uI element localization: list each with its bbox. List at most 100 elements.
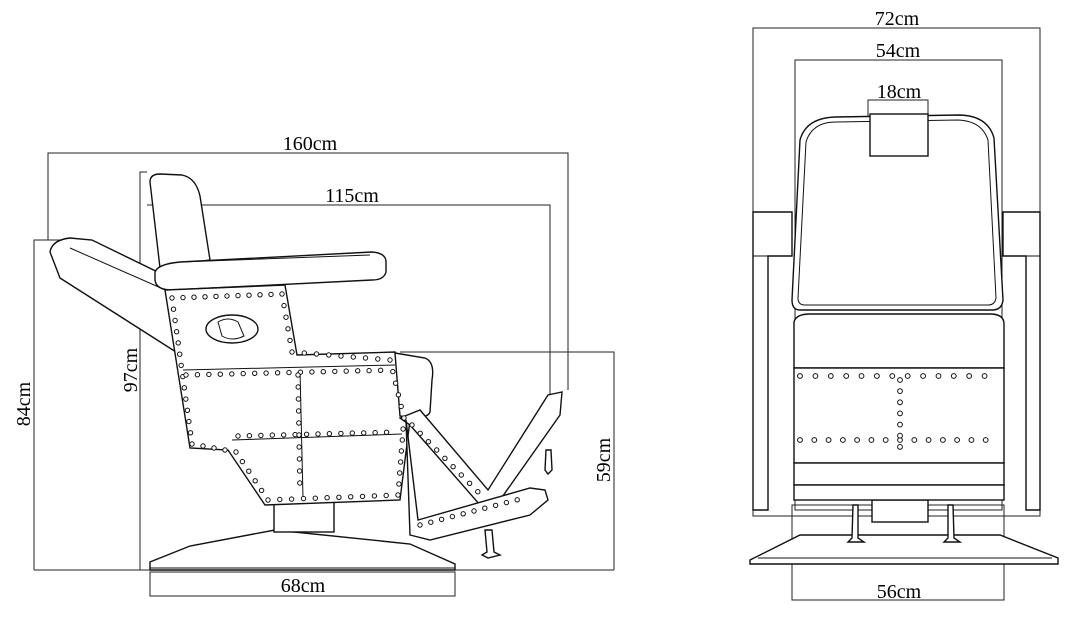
- rivet: [300, 495, 307, 502]
- rivet: [397, 459, 404, 465]
- rivet: [186, 418, 192, 425]
- rivet: [301, 350, 307, 356]
- rivet: [401, 415, 407, 421]
- rivet: [296, 432, 302, 438]
- rivet: [889, 373, 896, 379]
- rivet: [811, 437, 818, 443]
- rivet: [274, 370, 281, 376]
- rivet: [211, 445, 217, 451]
- rivet: [265, 497, 271, 503]
- rivet: [303, 431, 310, 437]
- rivet: [285, 326, 291, 332]
- rivet: [338, 353, 344, 359]
- rivet: [371, 493, 378, 499]
- rivet: [395, 392, 402, 398]
- side-rivets: [169, 291, 520, 528]
- rivet: [200, 443, 206, 449]
- front-rivets: [797, 373, 989, 450]
- rivet: [315, 431, 321, 437]
- rivet: [349, 430, 355, 436]
- rivet: [213, 293, 219, 300]
- rivet: [338, 430, 344, 437]
- rivet: [326, 352, 332, 358]
- rivet: [449, 513, 456, 520]
- rivet: [398, 448, 405, 454]
- dim-label-84cm: 84cm: [13, 381, 35, 426]
- rivet: [428, 519, 434, 525]
- rivet: [177, 351, 183, 357]
- rivet: [399, 437, 405, 443]
- rivet: [383, 429, 390, 435]
- rivet: [460, 511, 466, 517]
- rivet: [897, 388, 903, 395]
- rivet: [246, 292, 252, 298]
- rivet: [442, 455, 448, 461]
- rivet: [450, 464, 456, 470]
- dim-label-115cm: 115cm: [325, 185, 379, 207]
- rivet: [169, 295, 175, 301]
- rivet: [438, 516, 445, 523]
- rivet: [296, 420, 302, 426]
- rivet: [398, 403, 404, 410]
- rivet: [178, 362, 184, 369]
- rivet: [309, 369, 315, 375]
- rivet: [332, 368, 338, 375]
- rivet: [897, 432, 903, 439]
- rivet: [425, 439, 432, 445]
- rivet: [482, 505, 488, 511]
- dim-label-18cm: 18cm: [877, 81, 922, 103]
- front-armrests: [752, 211, 1041, 511]
- rivet: [326, 431, 333, 437]
- rivet: [222, 447, 228, 453]
- rivet: [417, 522, 423, 528]
- rivet: [897, 399, 903, 406]
- rivet: [843, 373, 850, 379]
- rivet: [279, 291, 285, 297]
- rivet: [471, 508, 477, 514]
- rivet: [320, 369, 326, 375]
- rivet: [224, 293, 230, 299]
- rivet: [417, 430, 423, 436]
- rivet: [183, 372, 189, 378]
- rivet: [395, 492, 401, 498]
- rivet: [313, 351, 320, 357]
- rivet: [458, 472, 464, 478]
- rivet: [175, 340, 181, 346]
- rivet: [229, 371, 235, 377]
- rivet: [968, 437, 975, 443]
- rivet: [240, 370, 246, 377]
- rivet: [940, 437, 946, 443]
- rivet: [235, 292, 241, 299]
- rivet: [202, 294, 208, 300]
- rivet: [324, 495, 330, 501]
- front-headrest: [869, 113, 929, 157]
- rivet: [366, 367, 372, 374]
- rivet: [257, 292, 263, 298]
- rivet: [362, 355, 369, 361]
- rivet: [925, 437, 932, 443]
- rivet: [854, 437, 860, 443]
- rivet: [882, 437, 889, 443]
- rivet: [397, 470, 403, 476]
- front-seat: [793, 313, 1005, 501]
- side-leg-extension: [49, 237, 177, 354]
- rivet: [372, 429, 378, 436]
- rivet: [409, 422, 415, 428]
- side-view: [33, 152, 615, 597]
- dim-label-97cm: 97cm: [120, 347, 142, 392]
- rivet: [312, 495, 318, 501]
- side-body: [164, 284, 411, 506]
- dim-label-54cm: 54cm: [876, 40, 921, 62]
- side-footrest-mechanism: [398, 391, 563, 559]
- rivet: [246, 433, 253, 439]
- rivet: [935, 373, 942, 379]
- rivet: [288, 496, 295, 502]
- rivet: [181, 385, 188, 391]
- rivet: [295, 408, 302, 414]
- rivet: [206, 371, 212, 378]
- rivet: [911, 437, 918, 443]
- rivet: [904, 373, 911, 379]
- side-backrest: [149, 173, 211, 269]
- rivet: [189, 441, 195, 447]
- rivet: [966, 373, 973, 379]
